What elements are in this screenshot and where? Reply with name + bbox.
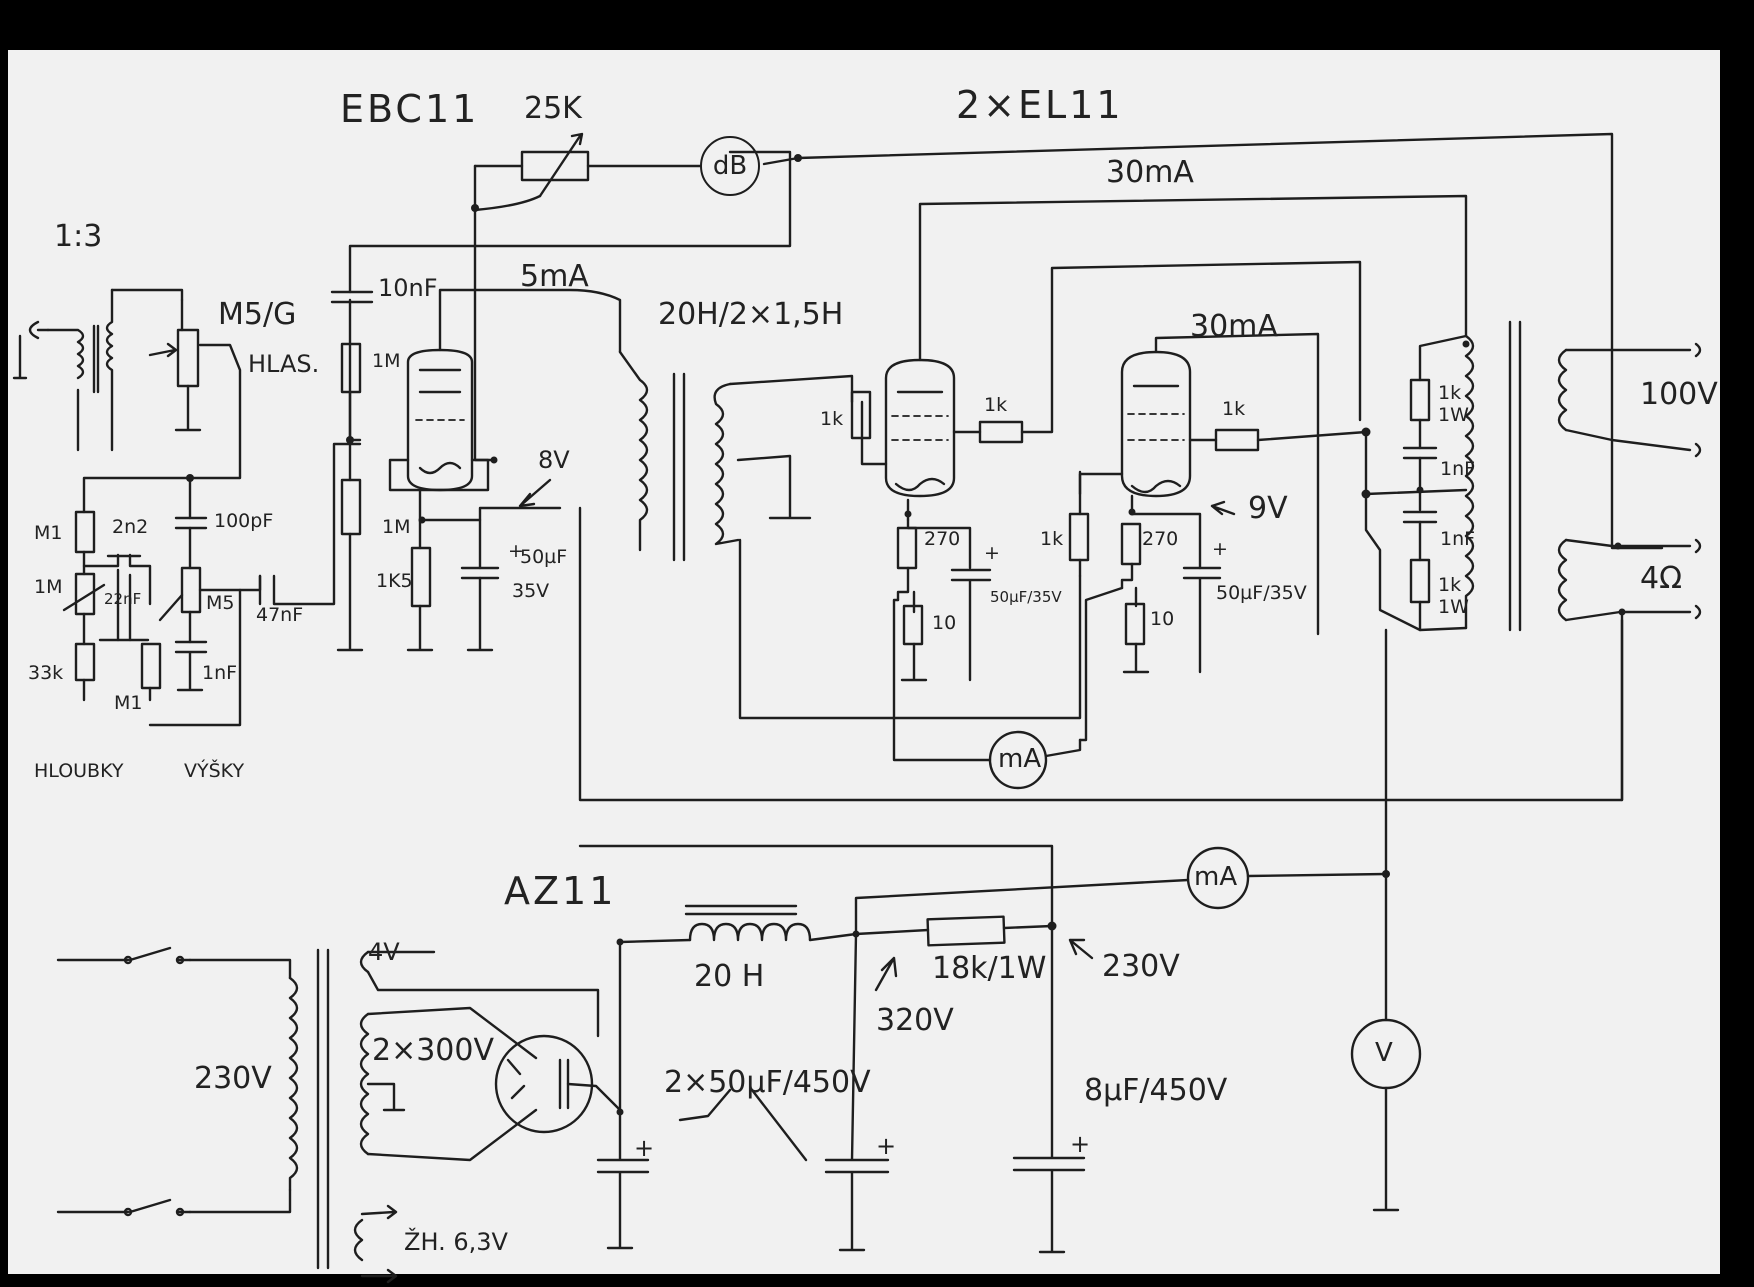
node-230v-label: 230V	[1102, 949, 1180, 984]
output-transformer	[1464, 320, 1702, 802]
preamp-current-label: 5mA	[520, 259, 589, 294]
el11-tube-2	[1068, 332, 1371, 742]
el11-ma-meter-label: mA	[998, 744, 1042, 774]
hv-winding-label: 2×300V	[372, 1033, 495, 1068]
el11-2-cathode-cap-label: 50µF/35V	[1216, 582, 1307, 604]
snubber-r1-watt: 1W	[1438, 404, 1469, 426]
final-cap-label: 8µF/450V	[1084, 1073, 1228, 1108]
preamp-plate-load-label: 1M	[382, 516, 411, 538]
preamp-cathode-voltage: 8V	[538, 446, 570, 474]
el11-cathode-voltage: 9V	[1248, 491, 1288, 526]
el11-1-cathode-cap-plus: +	[984, 542, 1000, 564]
snubber-r2-label: 1k	[1438, 574, 1462, 596]
tone-stack-network	[62, 442, 362, 727]
el11-1-cathode-r-label: 270	[924, 528, 961, 550]
az11-title: AZ11	[504, 869, 617, 913]
cap3-plus: +	[1070, 1130, 1091, 1158]
tone-c-1nf-label: 1nF	[202, 662, 238, 684]
preamp-coupling-cap-label: 10nF	[378, 274, 438, 302]
preamp-grid-r-label: 1M	[372, 350, 401, 372]
el11-tube-1	[850, 194, 1468, 762]
preamp-coupling	[330, 150, 792, 652]
power-transformer	[288, 948, 600, 1284]
scan-edge-right	[1720, 50, 1754, 1287]
tone-c-2n2-label: 2n2	[112, 516, 149, 538]
preamp-cathode-cap-plus: +	[508, 540, 524, 562]
ebc11-title: EBC11	[340, 87, 480, 131]
el11-current-top: 30mA	[1106, 155, 1194, 190]
el11-title: 2×EL11	[956, 83, 1124, 127]
bass-label: HLOUBKY	[34, 760, 124, 782]
tone-r-33k-label: 33k	[28, 662, 64, 684]
coupling-47nf-label: 47nF	[256, 604, 304, 626]
filter-capacitors	[596, 924, 1094, 1254]
volume-potentiometer	[148, 298, 242, 480]
tone-r-m1-label: M1	[34, 522, 63, 544]
supply-ma-meter-label: mA	[1194, 862, 1238, 892]
scan-edge-bottom	[0, 1274, 1754, 1287]
cathode-current-meter	[988, 730, 1082, 790]
el11-2-cathode-r-label: 270	[1142, 528, 1179, 550]
el11-1-shunt-label: 10	[932, 612, 957, 634]
node-320v-label: 320V	[876, 1003, 954, 1038]
mains-voltage-label: 230V	[194, 1061, 272, 1096]
input-ratio-label: 1:3	[54, 219, 103, 254]
voltmeter-label: V	[1375, 1038, 1393, 1068]
input-transformer	[46, 288, 184, 452]
tone-r-m1-bottom-label: M1	[114, 692, 143, 714]
snubber-c2-label: 1nF	[1440, 528, 1476, 550]
volume-pot-label: M5/G	[218, 297, 297, 332]
output-4ohm-tap: 4Ω	[1640, 561, 1683, 596]
el11-2-shunt-label: 10	[1150, 608, 1175, 630]
az11-rectifier	[494, 940, 624, 1134]
feedback-network	[471, 132, 1664, 550]
cap2-plus: +	[876, 1132, 897, 1160]
el11-current-second: 30mA	[1190, 309, 1278, 344]
tone-c-100pf-label: 100pF	[214, 510, 274, 532]
output-snubber-network	[1361, 334, 1470, 632]
preamp-cathode-cap-label: 50µF	[520, 546, 568, 568]
el11-2-cathode-cap-plus: +	[1212, 538, 1228, 560]
volume-label: HLAS.	[248, 350, 320, 378]
input-jack-symbol	[12, 320, 50, 380]
snubber-r2-watt: 1W	[1438, 596, 1469, 618]
ebc11-tube	[388, 288, 622, 492]
preamp-cathode-cap-voltage: 35V	[512, 580, 550, 602]
paper-sheet	[8, 50, 1720, 1274]
tone-c-22nf-label: 22nF	[104, 590, 142, 608]
db-meter-label: dB	[712, 151, 748, 181]
rectifier-heater-label: 4V	[368, 938, 400, 966]
output-100v-tap: 100V	[1640, 377, 1718, 412]
feedback-pot-label: 25K	[524, 91, 582, 126]
el11-1-cathode-cap-label: 50µF/35V	[990, 588, 1062, 606]
mains-input	[56, 946, 292, 1217]
bass-pot-label: 1M	[34, 576, 63, 598]
el11-2-grid-stop-label: 1k	[1040, 528, 1064, 550]
el11-1-grid-stop-label: 1k	[820, 408, 844, 430]
preamp-cathode-r-label: 1K5	[376, 570, 413, 592]
cap1-plus: +	[634, 1134, 655, 1162]
choke-label: 20 H	[694, 959, 765, 994]
heater-winding-label: ŽH. 6,3V	[404, 1228, 508, 1256]
el11-1-screen-r-label: 1k	[984, 394, 1008, 416]
treble-label: VÝŠKY	[184, 760, 245, 782]
filter-caps-label: 2×50µF/450V	[664, 1065, 871, 1100]
driver-transformer-label: 20H/2×1,5H	[658, 297, 844, 332]
treble-pot-label: M5	[206, 592, 235, 614]
snubber-r1-label: 1k	[1438, 382, 1462, 404]
snubber-c1-label: 1nF	[1440, 458, 1476, 480]
dropper-resistor-label: 18k/1W	[932, 951, 1047, 986]
db-meter: dB	[700, 136, 760, 196]
el11-2-screen-r-label: 1k	[1222, 398, 1246, 420]
